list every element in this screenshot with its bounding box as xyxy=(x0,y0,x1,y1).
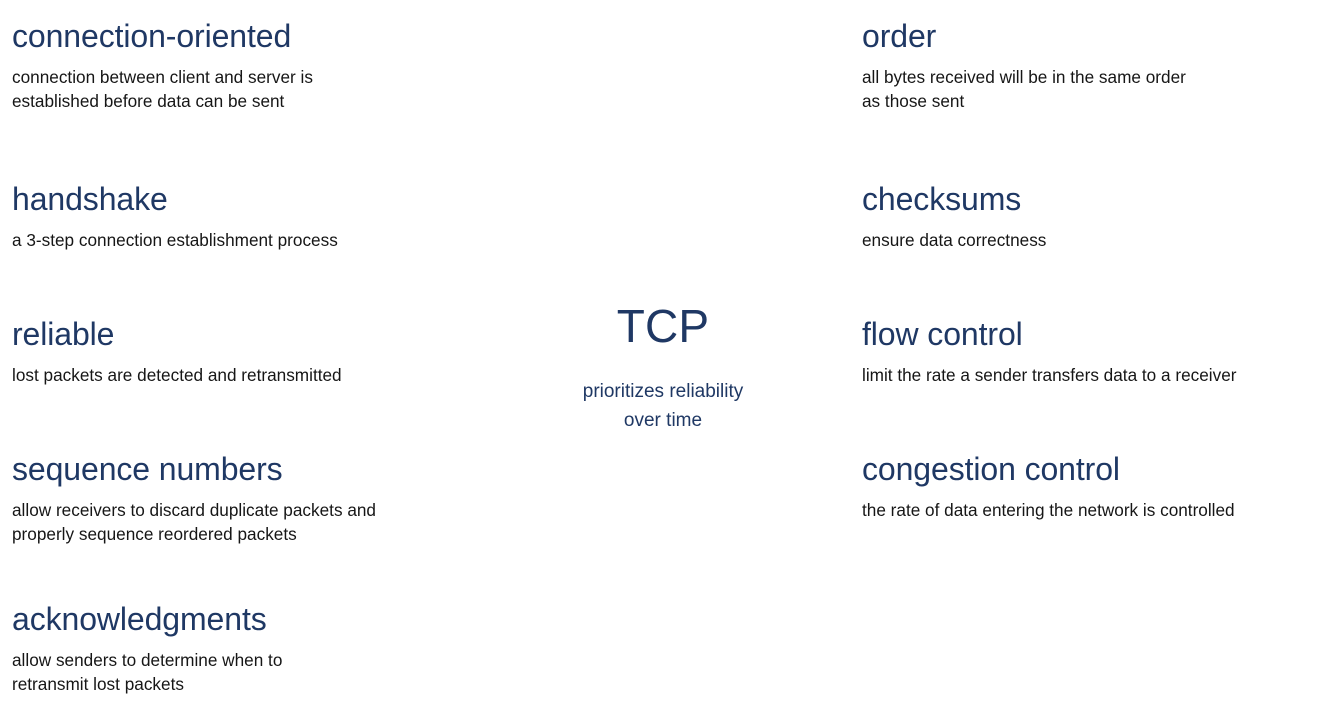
term-description-line: ensure data correctness xyxy=(862,229,1047,250)
term-block-reliable: reliable lost packets are detected and r… xyxy=(12,317,342,387)
term-description-line: established before data can be sent xyxy=(12,90,285,111)
term-description-line: retransmit lost packets xyxy=(12,673,184,694)
term-block-handshake: handshake a 3-step connection establishm… xyxy=(12,182,338,252)
term-description: lost packets are detected and retransmit… xyxy=(12,363,342,387)
term-description-line: limit the rate a sender transfers data t… xyxy=(862,364,1237,385)
term-description-line: properly sequence reordered packets xyxy=(12,523,297,544)
term-description-line: allow receivers to discard duplicate pac… xyxy=(12,499,376,520)
term-title: checksums xyxy=(862,181,1022,217)
term-description: allow receivers to discard duplicate pac… xyxy=(12,498,376,546)
term-title: handshake xyxy=(12,181,168,217)
protocol-subtitle: prioritizes reliability over time xyxy=(498,377,828,435)
term-title: order xyxy=(862,18,937,54)
term-description: the rate of data entering the network is… xyxy=(862,498,1235,522)
protocol-subtitle-line: prioritizes reliability xyxy=(582,381,744,403)
term-description: ensure data correctness xyxy=(862,228,1046,252)
term-title: acknowledgments xyxy=(12,601,267,637)
term-title: connection-oriented xyxy=(12,18,292,54)
term-block-checksums: checksums ensure data correctness xyxy=(862,182,1046,252)
term-description-line: allow senders to determine when to xyxy=(12,649,283,670)
term-block-congestion-control: congestion control the rate of data ente… xyxy=(862,452,1235,522)
term-description: a 3-step connection establishment proces… xyxy=(12,228,338,252)
protocol-subtitle-line: over time xyxy=(623,410,703,432)
term-description: connection between client and server is … xyxy=(12,65,313,113)
term-title: flow control xyxy=(862,316,1023,352)
term-block-sequence-numbers: sequence numbers allow receivers to disc… xyxy=(12,452,376,546)
term-title: congestion control xyxy=(862,451,1120,487)
protocol-title: TCP xyxy=(616,300,710,352)
term-block-acknowledgments: acknowledgments allow senders to determi… xyxy=(12,602,282,696)
term-description: all bytes received will be in the same o… xyxy=(862,65,1186,113)
term-description: limit the rate a sender transfers data t… xyxy=(862,363,1236,387)
term-title: reliable xyxy=(12,316,115,352)
term-description-line: a 3-step connection establishment proces… xyxy=(12,229,338,250)
term-description-line: all bytes received will be in the same o… xyxy=(862,66,1186,87)
term-description: allow senders to determine when to retra… xyxy=(12,648,282,696)
term-description-line: the rate of data entering the network is… xyxy=(862,499,1235,520)
term-description-line: connection between client and server is xyxy=(12,66,313,87)
center-hub: TCP prioritizes reliability over time xyxy=(498,302,828,435)
term-title: sequence numbers xyxy=(12,451,283,487)
term-block-order: order all bytes received will be in the … xyxy=(862,19,1186,113)
term-block-connection-oriented: connection-oriented connection between c… xyxy=(12,19,313,113)
term-description-line: as those sent xyxy=(862,90,965,111)
term-description-line: lost packets are detected and retransmit… xyxy=(12,364,342,385)
term-block-flow-control: flow control limit the rate a sender tra… xyxy=(862,317,1236,387)
